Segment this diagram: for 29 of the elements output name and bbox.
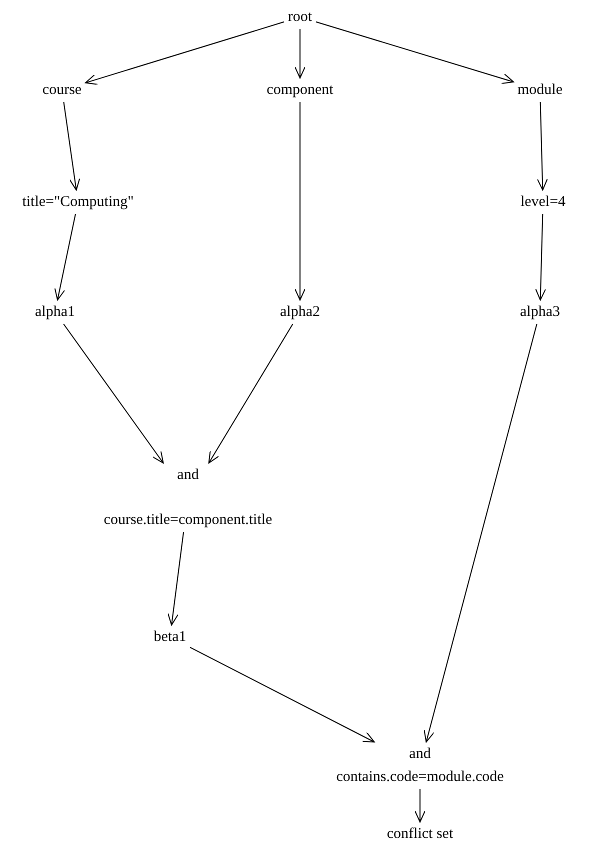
node-label: module <box>518 81 562 99</box>
node-label: beta1 <box>154 628 186 646</box>
node-label: course.title=component.title <box>104 511 272 529</box>
node-label: conflict set <box>386 825 454 843</box>
arrow <box>168 532 184 626</box>
node-label: course <box>42 81 82 99</box>
arrow <box>63 102 80 190</box>
arrow <box>535 214 546 300</box>
node-label: root <box>288 8 312 26</box>
node-label: title="Computing" <box>22 193 134 211</box>
node-label: alpha1 <box>35 303 75 321</box>
node-label: contains.code=module.code <box>336 768 504 786</box>
arrow <box>316 21 514 84</box>
arrow <box>424 324 538 742</box>
arrow <box>54 214 76 300</box>
arrow <box>190 646 375 742</box>
node-label: level=4 <box>520 193 566 211</box>
node-label: and <box>177 466 199 484</box>
node-label: component <box>266 81 334 99</box>
arrow <box>536 102 548 190</box>
arrow <box>294 28 306 78</box>
node-label: and <box>409 745 431 763</box>
node-label: alpha3 <box>520 303 560 321</box>
arrow <box>63 324 164 464</box>
node-label: alpha2 <box>280 303 320 321</box>
arrow <box>294 102 306 300</box>
arrow <box>85 21 284 85</box>
arrow <box>208 324 294 464</box>
arrow <box>414 788 426 822</box>
